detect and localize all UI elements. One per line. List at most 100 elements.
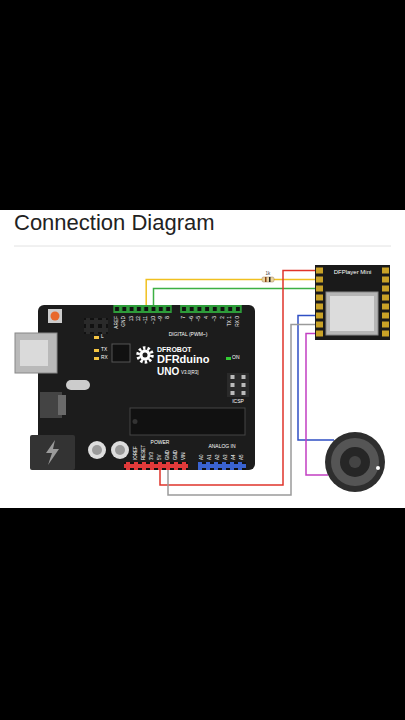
pin-label: 3V3: [150, 452, 155, 460]
bottom-band: [0, 508, 405, 720]
speaker: [325, 432, 385, 492]
pin-label: 4: [205, 316, 210, 319]
reset-button-base: [48, 309, 62, 323]
digital-pins: [113, 305, 171, 313]
module-name: DFPlayer Mini: [334, 269, 372, 275]
icsp-header: [227, 373, 249, 397]
pin-label: ~5: [197, 316, 202, 321]
led-label: L: [101, 335, 104, 340]
capacitor-top: [115, 445, 125, 455]
capacitor-top: [92, 445, 102, 455]
speaker-terminal: [376, 466, 380, 470]
dfplayer-pins: [382, 266, 389, 338]
pin-label: GND: [166, 450, 171, 460]
pin-label: ~3: [212, 316, 217, 321]
wire: [146, 280, 315, 306]
wire: [154, 289, 316, 306]
analog-pins: [198, 462, 246, 470]
speaker-cap: [349, 456, 361, 468]
speaker-wire: [306, 334, 328, 476]
header-label: ANALOG IN: [208, 444, 235, 449]
analog-header: [198, 462, 246, 470]
dfplayer-module: [315, 265, 390, 340]
pin-label: 2: [220, 316, 225, 319]
digital-header: [180, 305, 242, 313]
pin-label: A3: [224, 454, 229, 460]
icsp-pins: [227, 373, 249, 397]
regulator-tab: [58, 395, 66, 415]
capacitor: [88, 441, 106, 459]
pin-label: 13: [129, 316, 134, 321]
power-pins: [124, 462, 188, 470]
header-label: ICSP: [232, 399, 244, 404]
wire-parts: [262, 277, 274, 282]
header-label: POWER: [151, 440, 170, 445]
icsp-pins-small: [84, 318, 108, 334]
pin-label: ~9: [158, 316, 163, 321]
capacitor: [111, 441, 129, 459]
power-symbol: [46, 440, 59, 465]
pin-label: 8: [166, 316, 171, 319]
logo-gear-hole: [143, 353, 148, 358]
header-label: DIGITAL (PWM~): [169, 332, 208, 337]
pin-label: AREF: [115, 316, 120, 329]
resistor-value: 1k: [266, 272, 271, 277]
resistor-band: [265, 277, 267, 282]
pin-label: ~6: [189, 316, 194, 321]
microcontroller-chip: [130, 408, 245, 435]
power-header: [124, 462, 188, 470]
dc-jack: [30, 435, 75, 470]
pin-label: A0: [200, 454, 205, 460]
brand-text: DFROBOT: [157, 346, 192, 353]
pin-label: 12: [136, 316, 141, 321]
resistor-band: [269, 277, 271, 282]
pin-label: VIN: [182, 452, 187, 460]
pin-label: A5: [240, 454, 245, 460]
pin-label: IOREF: [134, 446, 139, 460]
pin-label: A4: [232, 454, 237, 460]
top-band: [0, 0, 405, 210]
pin-label: GND: [122, 316, 127, 327]
chip-notch: [133, 419, 138, 424]
pin-label: 5V: [158, 454, 163, 460]
dfplayer-pins: [316, 266, 323, 338]
pin-label: RESET: [142, 445, 147, 460]
usb-chip: [112, 344, 130, 362]
board-model: UNO: [157, 367, 179, 377]
logo-gear-teeth: [138, 348, 152, 362]
icsp-header-small: [84, 318, 108, 334]
led-tx: [94, 349, 99, 352]
logo-gear: [140, 350, 151, 361]
board-version: V3.0[R3]: [181, 371, 199, 376]
speaker-wire: [298, 316, 334, 441]
led-label: RX: [101, 356, 108, 361]
pin-label: GND: [174, 450, 179, 460]
led-l: [94, 336, 99, 339]
resistor-symbol: [262, 277, 274, 282]
reset-button: [51, 312, 60, 321]
board-name: DFRduino: [157, 354, 210, 365]
pin-label: ~10: [151, 316, 156, 324]
led-label: TX: [101, 348, 107, 353]
usb-connector: [15, 333, 57, 373]
led-label: ON: [232, 355, 240, 360]
dfplayer-box: DFPlayer Mini: [315, 265, 390, 340]
pin-label: ~11: [144, 316, 149, 324]
pin-label: A2: [216, 454, 221, 460]
pin-label: TX 1: [228, 316, 233, 326]
speaker-cone: [340, 447, 370, 477]
pin-label: A1: [208, 454, 213, 460]
pin-label: 7: [182, 316, 187, 319]
digital-pins: [180, 305, 242, 313]
digital-header: [113, 305, 171, 313]
pin-label: RX 0: [235, 316, 240, 327]
usb-port: [20, 340, 48, 366]
led-rx: [94, 357, 99, 360]
wires: [146, 271, 315, 496]
sd-card-slot: [326, 292, 378, 335]
crystal: [66, 380, 90, 390]
sd-card-slot-inner: [330, 296, 374, 331]
speaker-surround: [331, 438, 379, 486]
diagram-title: Connection Diagram: [14, 210, 215, 236]
